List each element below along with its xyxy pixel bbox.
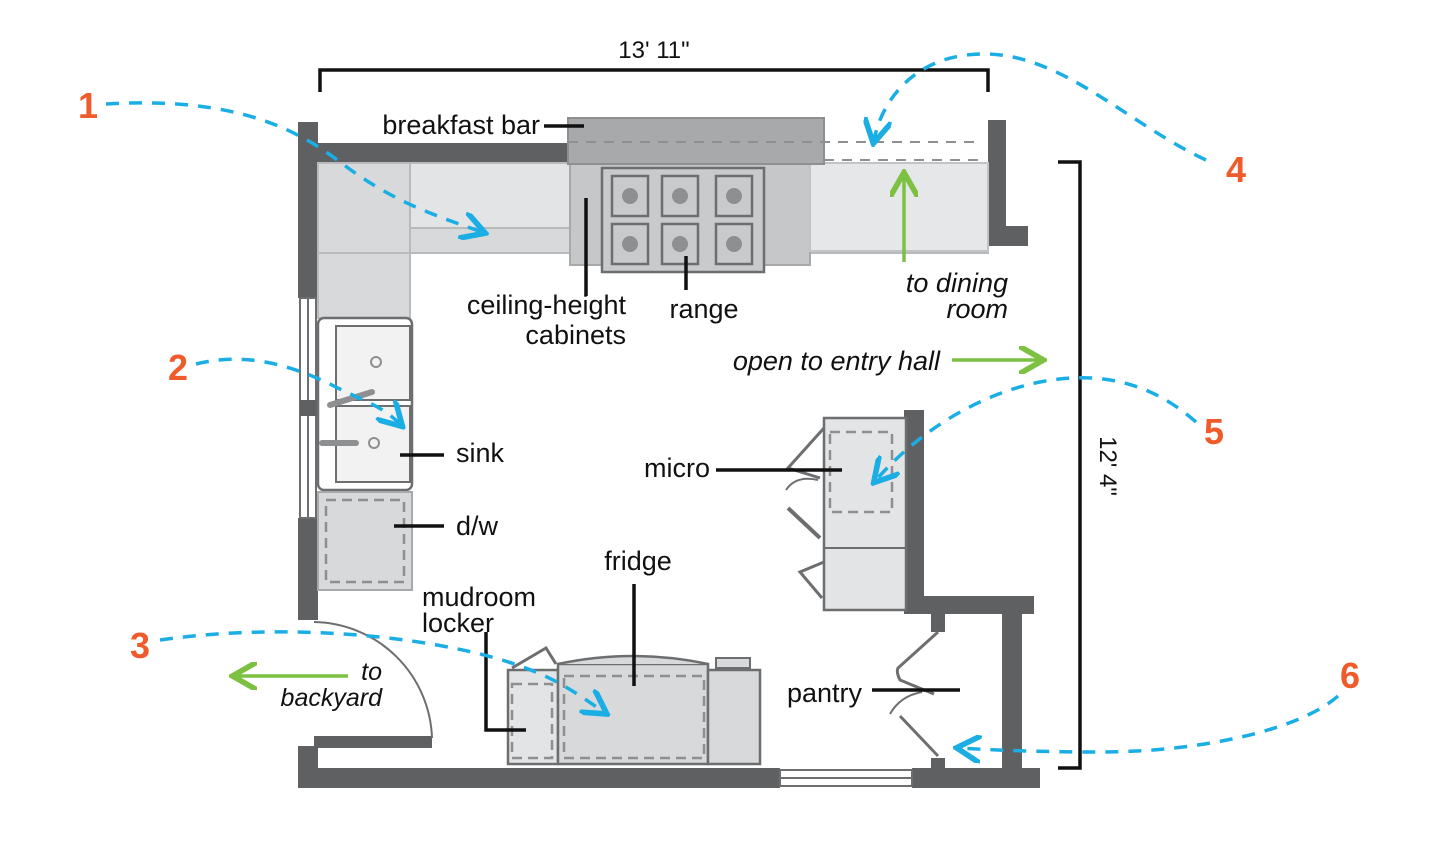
callout-number-2: 2: [168, 347, 188, 388]
height-dimension-label: 12' 4": [1094, 436, 1121, 496]
callout-path-6: [960, 694, 1340, 752]
cabinets-label-line2: cabinets: [525, 320, 626, 350]
bottom-window: [779, 769, 913, 787]
width-dimension-label: 13' 11": [618, 37, 689, 64]
backyard-door: [313, 621, 433, 739]
dining-label-line1: to dining: [906, 268, 1008, 298]
left-wall-lower: [298, 518, 318, 620]
callout-number-4: 4: [1226, 149, 1246, 190]
callout-numbers: 1 2 3 4 5 6: [78, 85, 1360, 696]
callout-number-6: 6: [1340, 655, 1360, 696]
walls: [298, 120, 1040, 788]
callout-number-1: 1: [78, 85, 98, 126]
left-window: [299, 297, 318, 519]
breakfast-bar: [567, 117, 978, 165]
callout-path-4: [874, 52, 1207, 162]
sink-label: sink: [456, 438, 505, 468]
room-labels: breakfast bar ceiling-height cabinets ra…: [281, 110, 1008, 712]
pantry-door-post-bottom: [931, 758, 945, 772]
callout-number-5: 5: [1204, 411, 1224, 452]
backyard-label-line2: backyard: [281, 684, 384, 712]
backyard-label-line1: to: [361, 658, 382, 686]
pantry-wall-top: [904, 596, 1034, 614]
top-wall-left: [298, 143, 570, 163]
mudroom-door-jamb: [314, 736, 432, 748]
fridge-label: fridge: [604, 546, 672, 576]
pantry-door-post-top: [931, 614, 945, 632]
micro-label: micro: [644, 453, 710, 483]
callout-path-1: [105, 101, 482, 232]
breakfast-bar-label: breakfast bar: [382, 110, 540, 140]
pantry-wall-left: [904, 410, 924, 614]
dishwasher: [317, 491, 413, 591]
top-right-wall-post: [988, 120, 1006, 246]
bottom-wall-left: [298, 768, 780, 788]
mudroom-locker: [506, 645, 560, 766]
bottom-wall-left-stub: [298, 746, 318, 786]
range: [600, 166, 766, 274]
pantry-label: pantry: [787, 678, 863, 708]
micro-cabinet: [785, 416, 908, 612]
dining-label-line2: room: [946, 294, 1008, 324]
sink-counter: [316, 316, 414, 492]
width-dimension: 13' 11": [318, 37, 990, 92]
mudroom-label-line2: locker: [422, 608, 494, 638]
callout-path-3: [159, 630, 604, 712]
leader-lines: [394, 124, 960, 732]
left-wall-upper: [298, 122, 318, 298]
callout-path-5: [876, 375, 1198, 480]
height-dimension: 12' 4": [1058, 160, 1121, 770]
mudroom-label-line1: mudroom: [422, 582, 536, 612]
fridge: [556, 654, 762, 766]
pantry-wall-right: [1002, 596, 1022, 776]
cabinets-label-line1: ceiling-height: [467, 290, 627, 320]
callout-paths: [105, 52, 1340, 752]
range-label: range: [669, 294, 738, 324]
callout-path-2: [195, 357, 400, 424]
callout-number-3: 3: [130, 625, 150, 666]
entry-hall-label: open to entry hall: [733, 346, 941, 376]
dw-label: d/w: [456, 511, 499, 541]
pantry-doors: [889, 630, 940, 758]
top-right-wall-return: [988, 226, 1028, 246]
direction-arrows: [236, 176, 1040, 676]
